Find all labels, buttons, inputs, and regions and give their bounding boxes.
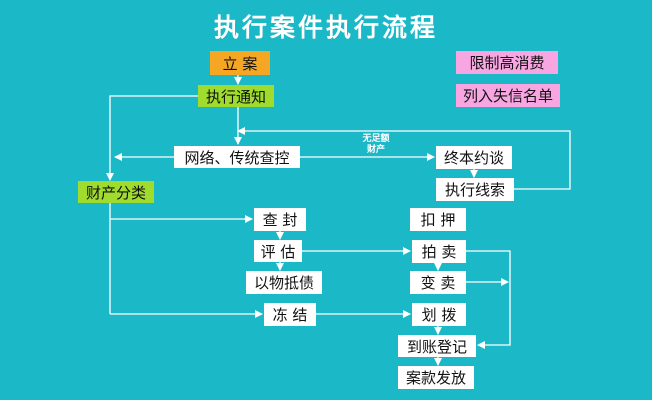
- node-execution-clues: 执行线索: [436, 178, 514, 201]
- edge-tongzhi-fenlei: [106, 95, 198, 181]
- node-seal-up: 查 封: [254, 208, 306, 231]
- edge-xiansuo-loop: [237, 127, 571, 190]
- edge-paimai-daozhang: [466, 250, 511, 349]
- node-receipt-registration: 到账登记: [398, 335, 476, 357]
- node-auction: 拍 卖: [412, 240, 466, 263]
- node-file-case: 立 案: [210, 51, 270, 75]
- node-sell-off: 变 卖: [410, 271, 466, 294]
- node-dishonest-list: 列入失信名单: [456, 84, 560, 107]
- node-execution-notice: 执行通知: [198, 85, 274, 107]
- node-freeze: 冻 结: [264, 303, 316, 326]
- node-payment-release: 案款发放: [398, 366, 474, 389]
- node-network-inquiry: 网络、传统查控: [174, 146, 300, 168]
- node-restrict-consumption: 限制高消费: [456, 51, 558, 74]
- diagram-title: 执行案件执行流程: [213, 13, 438, 42]
- node-detain: 扣 押: [410, 208, 466, 231]
- node-appraisal: 评 估: [254, 240, 302, 262]
- node-debt-in-kind: 以物抵债: [246, 271, 322, 294]
- node-final-interview: 终本约谈: [436, 146, 512, 169]
- node-transfer: 划 拨: [412, 303, 466, 326]
- edge-label-no-assets: 无足额 财产: [362, 134, 390, 155]
- node-property-classification: 财产分类: [78, 181, 154, 203]
